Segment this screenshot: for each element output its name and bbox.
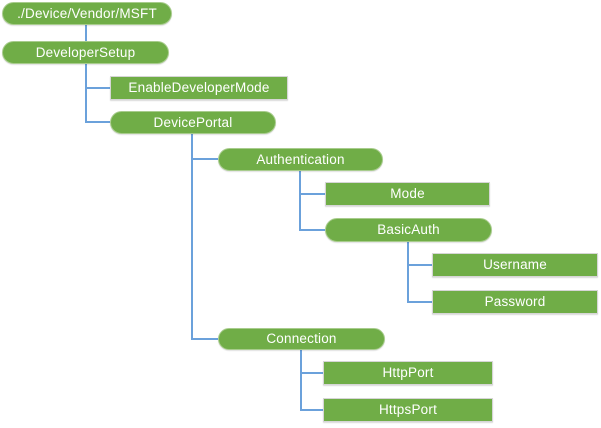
tree-node-label: HttpPort xyxy=(382,365,434,381)
connector-segment xyxy=(86,87,110,89)
connector-segment xyxy=(192,338,218,340)
connector-segment xyxy=(408,301,432,303)
connector-segment xyxy=(191,134,193,340)
tree-node-password: Password xyxy=(432,290,598,314)
tree-node-device-portal: DevicePortal xyxy=(110,111,276,134)
connector-segment xyxy=(300,229,325,231)
connector-segment xyxy=(85,64,87,123)
tree-node-enable-developer-mode: EnableDeveloperMode xyxy=(110,76,288,100)
tree-node-label: Connection xyxy=(266,331,337,347)
tree-node-basic-auth: BasicAuth xyxy=(325,218,492,242)
tree-node-root: ./Device/Vendor/MSFT xyxy=(2,2,172,25)
connector-segment xyxy=(407,242,409,303)
tree-node-label: Authentication xyxy=(256,151,345,167)
connector-segment xyxy=(301,409,323,411)
tree-node-label: DevicePortal xyxy=(153,114,233,130)
connector-segment xyxy=(85,25,87,41)
tree-node-label: EnableDeveloperMode xyxy=(128,80,270,96)
tree-node-label: Username xyxy=(483,257,547,273)
connector-segment xyxy=(300,193,325,195)
connector-segment xyxy=(301,372,323,374)
connector-segment xyxy=(192,158,218,160)
tree-node-label: DeveloperSetup xyxy=(35,44,136,60)
tree-node-label: Password xyxy=(484,294,546,310)
tree-node-label: Mode xyxy=(390,186,425,202)
tree-node-label: ./Device/Vendor/MSFT xyxy=(17,5,157,21)
tree-node-username: Username xyxy=(432,253,598,277)
tree-node-label: HttpsPort xyxy=(378,402,438,418)
connector-segment xyxy=(86,121,110,123)
tree-node-authentication: Authentication xyxy=(218,148,383,171)
tree-node-developer-setup: DeveloperSetup xyxy=(2,41,169,64)
connector-segment xyxy=(300,350,302,411)
tree-node-connection: Connection xyxy=(218,328,385,350)
tree-node-https-port: HttpsPort xyxy=(323,398,493,422)
tree-node-label: BasicAuth xyxy=(377,222,440,238)
connector-segment xyxy=(408,264,432,266)
tree-node-mode: Mode xyxy=(325,182,490,206)
connector-segment xyxy=(299,171,301,231)
tree-node-http-port: HttpPort xyxy=(323,361,493,385)
